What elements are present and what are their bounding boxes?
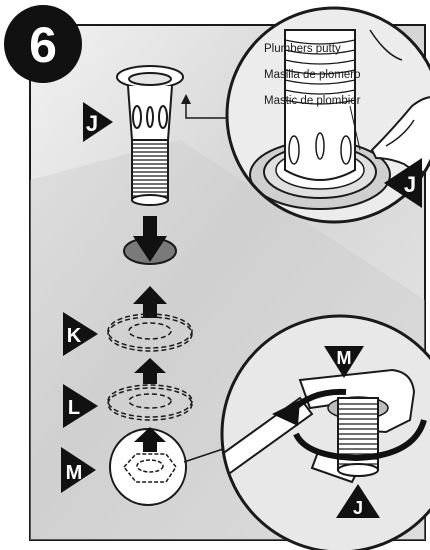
insert-arrow [133,216,167,262]
tag-m-left: M [61,447,96,493]
zoom-link-line [183,447,227,463]
tag-j-top-right: J [384,158,422,208]
thread-lines [132,143,168,197]
tag-m-bottom: M [324,346,364,378]
step-badge: 6 [4,5,82,83]
svg-text:J: J [86,111,98,136]
svg-text:M: M [66,462,83,484]
svg-text:K: K [67,325,82,347]
putty-detail-circle: Plumbers putty Masilla de plomero Mastic… [225,6,430,224]
tag-j-left: J [83,102,113,142]
callout-en: Plumbers putty [264,43,341,55]
callout-fr: Mastic de plombier [264,95,361,107]
wrench [222,396,314,488]
step-number: 6 [29,17,57,73]
callout-es: Masilla de plomero [264,69,361,81]
washer-k [107,313,193,352]
svg-text:L: L [68,397,80,419]
up-arrow-k [133,286,167,318]
tag-k: K [63,312,98,356]
up-arrow-l [134,358,166,384]
rotation-arrow [293,419,427,462]
up-arrow-m [134,427,166,452]
svg-text:J: J [353,498,363,518]
washer-l [107,384,193,421]
tag-l: L [63,384,98,428]
drain-body-j [116,65,184,206]
leader-line [185,102,226,119]
tag-j-bottom: J [336,484,380,518]
nut-m [123,453,177,483]
hand [370,96,430,173]
svg-text:M: M [337,348,352,368]
svg-text:J: J [404,172,416,197]
wrench-detail-circle [220,314,430,550]
leader-arrow [181,94,191,104]
